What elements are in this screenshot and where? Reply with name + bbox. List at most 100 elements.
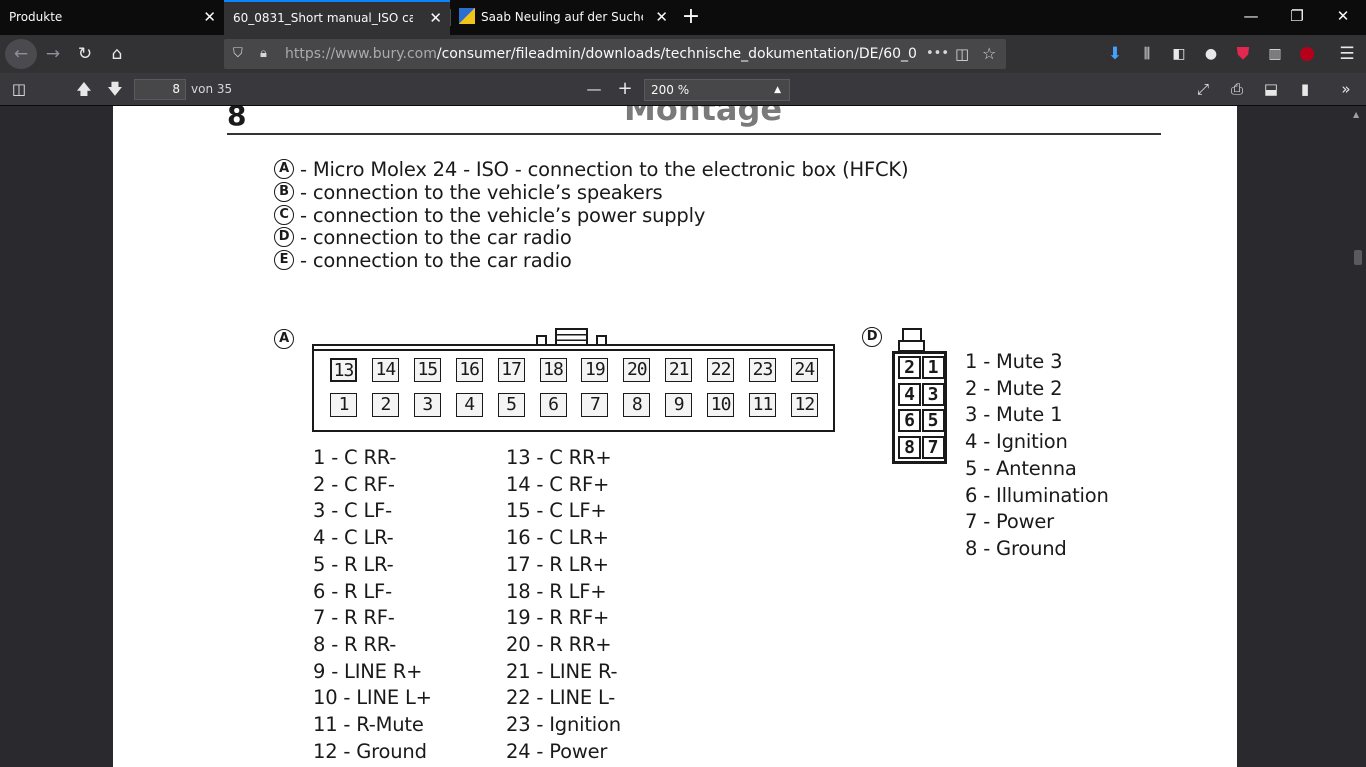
pin-assignment: 24 - Power: [506, 739, 608, 763]
pin-assignment: 8 - R RR-: [313, 632, 397, 656]
previous-page-icon[interactable]: 🡅: [76, 80, 92, 98]
pin-assignment: 13 - C RR+: [506, 446, 612, 469]
extension-icon[interactable]: ▥: [1268, 46, 1282, 62]
pin-assignment: 10 - LINE L+: [313, 686, 432, 710]
legend-item-d: D- connection to the car radio: [274, 226, 572, 249]
legend-letter: B: [274, 182, 294, 202]
connector-a-latch-left: [536, 335, 547, 350]
tab-label: Produkte: [9, 10, 63, 24]
pin-assignment: 6 - R LF-: [313, 579, 392, 603]
legend-item-e: E- connection to the car radio: [274, 249, 572, 272]
pin-assignment: 3 - Mute 1: [965, 403, 1063, 427]
pdf-viewer[interactable]: 8 Montage A- Micro Molex 24 - ISO - conn…: [0, 106, 1350, 767]
tab-iso-cable-manual[interactable]: 60_0831_Short manual_ISO cable ha ✕: [224, 0, 450, 35]
next-page-icon[interactable]: 🡇: [107, 80, 123, 98]
reload-icon[interactable]: ↻: [77, 44, 93, 64]
shield-extension-icon[interactable]: ⛊: [1236, 44, 1250, 64]
page-count: von 35: [191, 82, 233, 96]
scroll-up-icon[interactable]: ▲: [1353, 110, 1360, 119]
bookmark-star-icon[interactable]: ☆: [982, 44, 997, 63]
legend-letter: A: [274, 159, 294, 179]
pin-cell: 3: [413, 393, 441, 417]
minimize-icon[interactable]: —: [1243, 7, 1259, 25]
connector-a-latch-right: [596, 335, 607, 350]
connector-d-latch: [902, 328, 922, 340]
pin-assignment: 21 - LINE R-: [506, 659, 618, 683]
sidebar-toggle-icon[interactable]: ◫: [11, 80, 27, 98]
connector-letter: A: [274, 329, 294, 349]
pin-cell: 4: [898, 382, 921, 406]
url-bar[interactable]: ⛉ 🔒︎ https://www.bury.com/consumer/filea…: [224, 39, 1006, 69]
save-icon[interactable]: ⬓: [1263, 80, 1279, 98]
connector-a-label: A: [274, 328, 300, 351]
legend-letter: D: [274, 227, 294, 247]
vertical-scrollbar[interactable]: ▲: [1350, 106, 1366, 767]
zoom-out-icon[interactable]: —: [586, 80, 602, 98]
tab-saab-neuling[interactable]: Saab Neuling auf der Suche na ✕: [450, 0, 676, 35]
pocket-icon[interactable]: ◫: [955, 45, 970, 63]
tools-icon[interactable]: »: [1341, 80, 1351, 98]
zoom-value: 200 %: [651, 83, 690, 97]
close-tab-icon[interactable]: ✕: [429, 9, 442, 27]
page-number: 8: [227, 106, 247, 132]
menu-icon[interactable]: ☰: [1339, 44, 1355, 64]
home-icon[interactable]: ⌂: [111, 44, 123, 64]
ublock-icon[interactable]: [1292, 39, 1322, 69]
page-actions-icon[interactable]: •••: [926, 46, 950, 61]
tab-label: Saab Neuling auf der Suche na: [481, 10, 643, 24]
saab-favicon-icon: [459, 8, 475, 24]
restore-icon[interactable]: ❐: [1290, 7, 1304, 25]
legend-item-c: C- connection to the vehicle’s power sup…: [274, 204, 705, 227]
print-icon[interactable]: ⎙: [1230, 80, 1243, 98]
close-tab-icon[interactable]: ✕: [655, 8, 668, 26]
pin-assignment: 18 - R LF+: [506, 579, 607, 603]
connector-a-rail: [312, 349, 835, 351]
zoom-select[interactable]: 200 %▲: [644, 79, 790, 101]
pin-cell: 7: [921, 435, 945, 459]
bookmark-icon[interactable]: ▮: [1300, 80, 1310, 98]
presentation-mode-icon[interactable]: ⤢: [1196, 80, 1209, 98]
page-number-input[interactable]: 8: [134, 79, 186, 100]
pin-assignment: 7 - R RF-: [313, 606, 395, 630]
tracking-shield-icon[interactable]: ⛉: [233, 46, 243, 61]
pin-cell: 22: [707, 358, 735, 382]
legend-item-a: A - Micro Molex 24 - ISO - connection to …: [274, 158, 909, 181]
forward-arrow-icon[interactable]: →: [45, 44, 61, 64]
pin-assignment: 19 - R RF+: [506, 606, 610, 630]
connector-d-label: D: [862, 326, 888, 349]
close-window-icon[interactable]: ✕: [1336, 7, 1350, 25]
pin-assignment: 9 - LINE R+: [313, 659, 423, 683]
lock-icon[interactable]: 🔒︎: [260, 46, 267, 61]
pin-cell: 5: [921, 409, 945, 432]
pin-assignment: 4 - C LR-: [313, 526, 394, 550]
pin-assignment: 15 - C LF+: [506, 499, 607, 523]
tab-produkte[interactable]: Produkte ✕: [0, 0, 224, 35]
pin-cell: 8: [623, 393, 651, 417]
new-tab-button[interactable]: +: [681, 4, 701, 29]
download-icon[interactable]: ⬇: [1107, 44, 1123, 64]
legend-text: - connection to the vehicle’s speakers: [300, 181, 663, 204]
pin-cell: 10: [707, 393, 735, 417]
pin-cell: 4: [455, 393, 483, 417]
scrollbar-thumb[interactable]: [1354, 250, 1362, 265]
pin-assignment: 14 - C RF+: [506, 472, 610, 496]
pin-assignment: 17 - R LR+: [506, 552, 609, 576]
pin-cell: 8: [898, 435, 921, 459]
pin-cell: 1: [330, 393, 357, 417]
account-icon[interactable]: ●: [1204, 46, 1218, 62]
legend-text: - Micro Molex 24 - ISO - connection to t…: [300, 158, 909, 181]
pin-assignment: 2 - Mute 2: [965, 376, 1063, 400]
library-icon[interactable]: ⫼: [1143, 46, 1151, 62]
back-arrow-icon[interactable]: ←: [5, 39, 37, 69]
pin-cell: 13: [330, 358, 357, 382]
url-text[interactable]: https://www.bury.com/consumer/fileadmin/…: [285, 39, 917, 69]
sidebar-toggle-icon[interactable]: ◧: [1172, 46, 1186, 62]
pin-assignment: 3 - C LF-: [313, 499, 392, 523]
zoom-in-icon[interactable]: +: [617, 78, 633, 99]
pin-assignment: 6 - Illumination: [965, 483, 1109, 507]
pin-cell: 24: [790, 358, 818, 382]
pin-cell: 5: [497, 393, 525, 417]
close-tab-icon[interactable]: ✕: [203, 8, 216, 26]
connector-a-housing: [312, 344, 835, 432]
url-domain: https://www.bury.com: [285, 46, 437, 62]
